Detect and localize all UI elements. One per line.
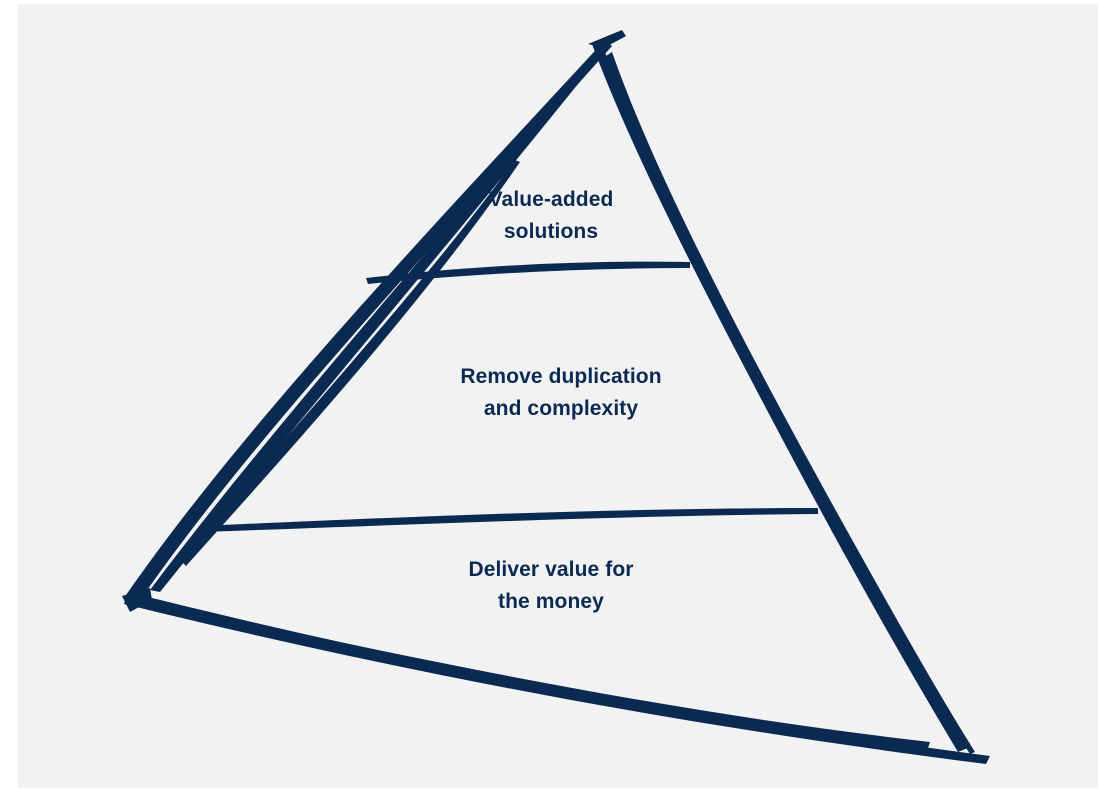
- tier-divider-upper: [366, 261, 690, 284]
- pyramid-base: [124, 592, 990, 764]
- pyramid-base-sketch: [326, 640, 930, 748]
- tier-label-line: solutions: [503, 220, 599, 243]
- pyramid-apex-mark: [588, 30, 626, 48]
- tier-label-line: and complexity: [483, 397, 639, 420]
- tier-label-bottom: Deliver value for the money: [441, 554, 661, 618]
- tier-label-line: Value-added: [488, 188, 614, 211]
- pyramid-left-edge-sketch: [180, 160, 520, 566]
- tier-divider-lower: [200, 508, 818, 532]
- tier-label-line: the money: [498, 590, 604, 613]
- tier-label-top: Value-added solutions: [441, 184, 661, 248]
- tier-label-line: Remove duplication: [460, 365, 662, 388]
- pyramid-corner-mark: [122, 588, 152, 612]
- pyramid-left-edge-inner: [150, 60, 594, 592]
- tier-label-line: Deliver value for: [468, 558, 634, 581]
- tier-label-middle: Remove duplication and complexity: [421, 361, 701, 425]
